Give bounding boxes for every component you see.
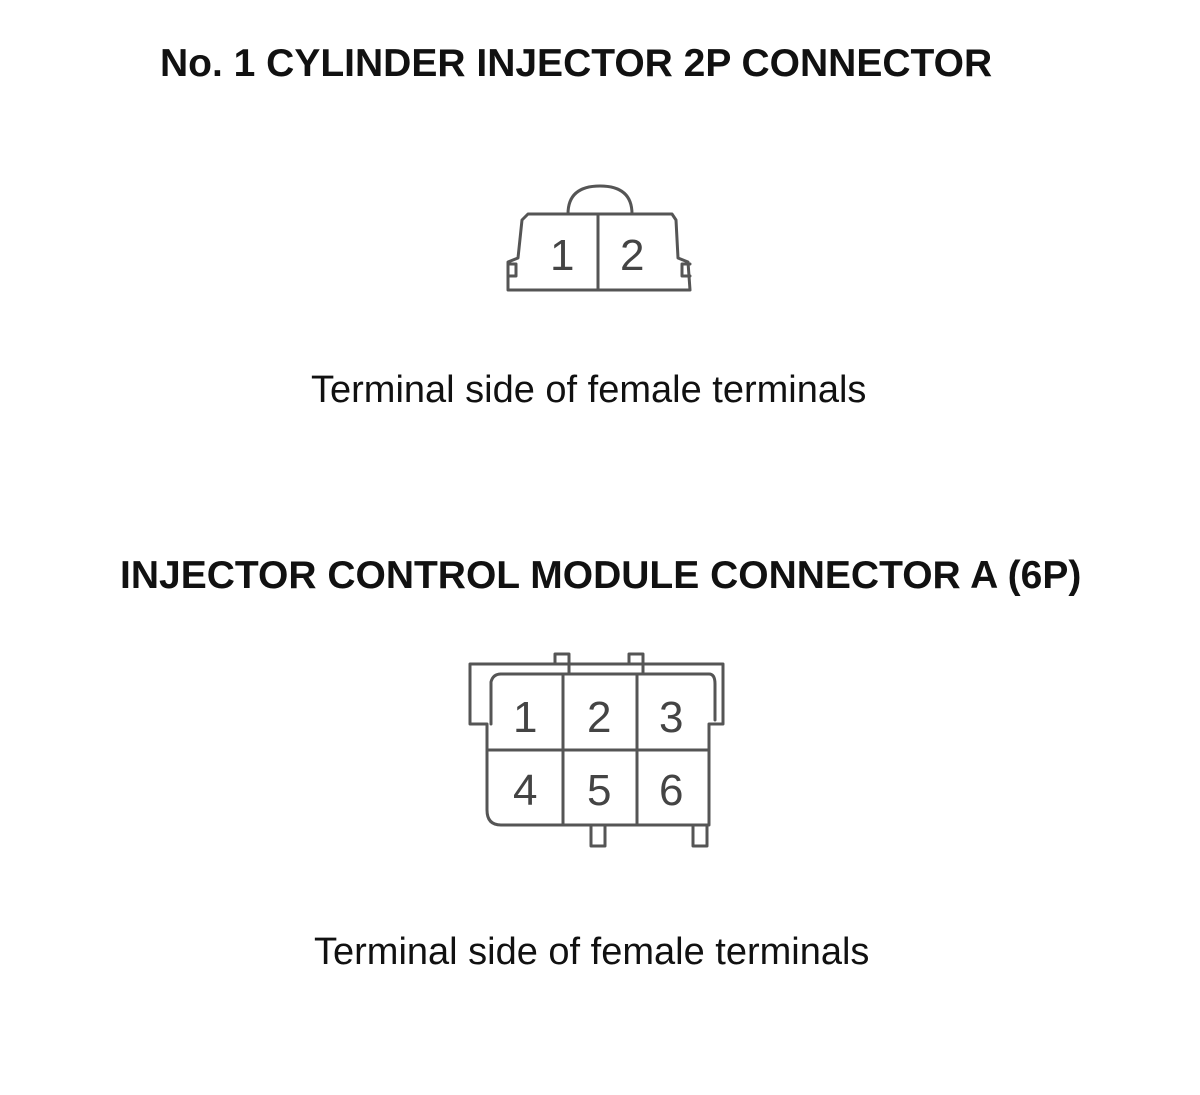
connector-6p-top-tab (627, 652, 645, 676)
connector-2p-diagram: 1 2 (506, 184, 692, 292)
pin-label: 3 (659, 693, 683, 742)
connector-6p-housing (468, 662, 725, 827)
connector-6p-caption: Terminal side of female terminals (314, 931, 870, 973)
connector-6p-bottom-tab (589, 823, 607, 848)
pin-label: 2 (620, 231, 644, 280)
connector-6p-diagram: 1 2 3 4 5 6 (468, 652, 725, 848)
pin-label: 1 (550, 231, 574, 280)
pin-label: 2 (587, 693, 611, 742)
connector-6p-top-tab (553, 652, 571, 676)
pin-label: 5 (587, 766, 611, 815)
connector-6p-bottom-tab (691, 823, 709, 848)
pin-label: 6 (659, 766, 683, 815)
connector-2p-housing (506, 212, 692, 292)
connector-2p-caption: Terminal side of female terminals (311, 369, 867, 411)
connector-2p-latch (566, 184, 634, 216)
connector-2p-title: No. 1 CYLINDER INJECTOR 2P CONNECTOR (160, 42, 993, 85)
pin-label: 4 (513, 766, 537, 815)
pin-label: 1 (513, 693, 537, 742)
connector-6p-title: INJECTOR CONTROL MODULE CONNECTOR A (6P) (120, 554, 1082, 597)
